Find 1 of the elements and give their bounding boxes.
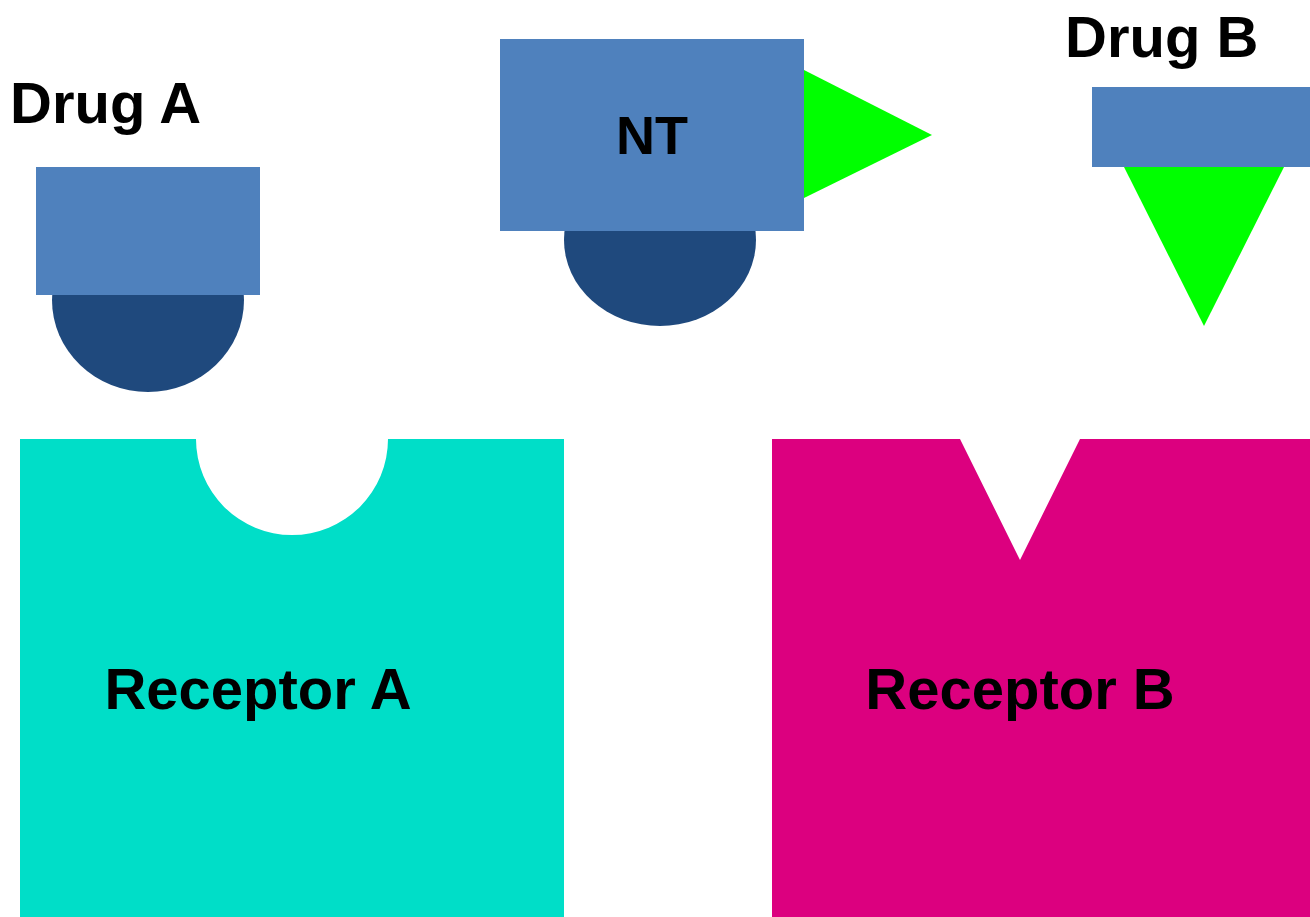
- node-label: NT: [616, 108, 688, 162]
